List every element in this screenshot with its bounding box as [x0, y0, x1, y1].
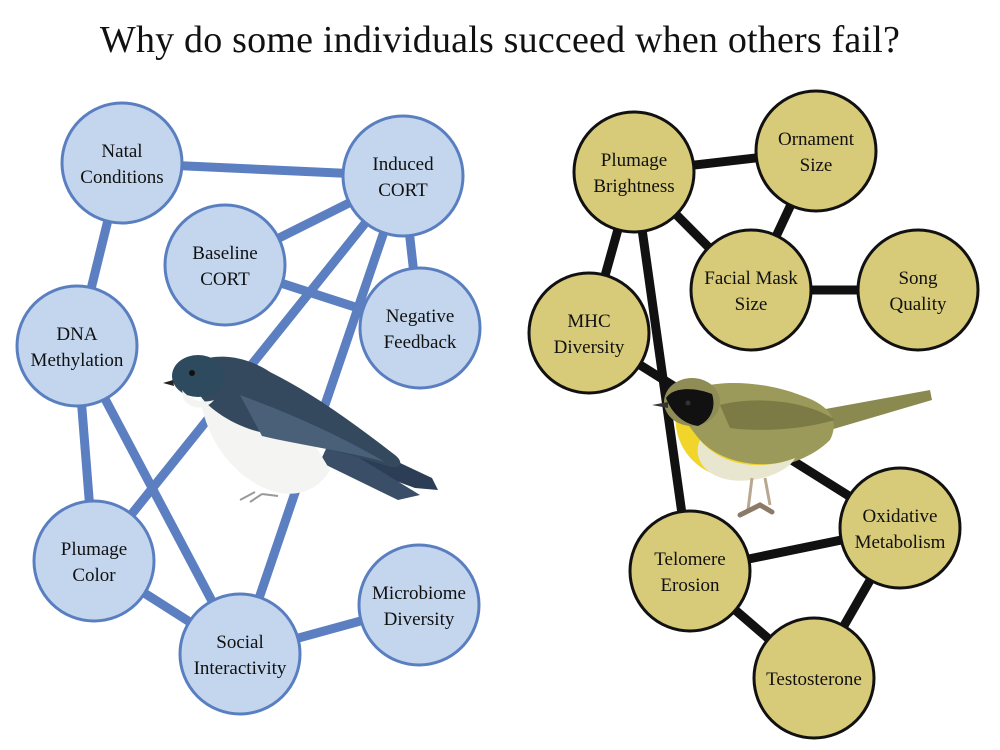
node-mhc-circle — [527, 271, 651, 395]
node-natal-label-line: Natal — [101, 141, 142, 162]
tree-swallow-illustration — [163, 355, 438, 503]
node-ornament-label-line: Ornament — [778, 129, 855, 150]
node-natal-label-line: Conditions — [80, 167, 163, 188]
node-mhc: MHC Diversity — [527, 271, 651, 395]
node-oxidative-label-line: Oxidative — [863, 506, 938, 527]
node-natal-circle — [60, 101, 184, 225]
node-social-circle — [178, 592, 302, 716]
node-telomere-circle — [628, 509, 752, 633]
node-song-label-line: Song — [898, 268, 938, 289]
node-oxidative-circle — [838, 466, 962, 590]
node-ornament-circle — [754, 89, 878, 213]
node-telomere-label-line: Telomere — [654, 549, 725, 570]
node-testosterone-label-line: Testosterone — [766, 669, 862, 690]
node-song-label-line: Quality — [890, 294, 947, 315]
node-social-label-line: Interactivity — [194, 658, 287, 679]
node-plumcolor-label-line: Color — [72, 565, 116, 586]
node-oxidative-label-line: Metabolism — [855, 532, 946, 553]
node-plumbright-circle — [572, 110, 696, 234]
node-baseline-label-line: CORT — [200, 269, 250, 290]
left-network-nodes: NatalConditionsInducedCORTBaselineCORTNe… — [15, 101, 482, 716]
node-baseline-label-line: Baseline — [192, 243, 257, 264]
node-song-circle — [856, 228, 980, 352]
node-negfb-label-line: Negative — [386, 306, 455, 327]
node-plumbright-label-line: Brightness — [593, 176, 674, 197]
node-induced-label-line: Induced — [372, 154, 434, 175]
node-telomere-label-line: Erosion — [660, 575, 720, 596]
node-social-label-line: Social — [216, 632, 264, 653]
edge-plumbright-telomere — [629, 171, 695, 572]
node-dna-label-line: DNA — [56, 324, 97, 345]
node-negfb-label-line: Feedback — [384, 332, 457, 353]
node-mhc-label-line: Diversity — [554, 337, 625, 358]
node-mhc-label-line: MHC — [567, 311, 610, 332]
node-testosterone-circle — [752, 616, 876, 740]
node-microbiome-label-line: Microbiome — [372, 583, 466, 604]
node-negfb-circle — [358, 266, 482, 390]
node-dna-label-line: Methylation — [31, 350, 124, 371]
node-ornament-label-line: Size — [800, 155, 833, 176]
node-plumbright-label-line: Plumage — [601, 150, 668, 171]
node-microbiome-circle — [357, 543, 481, 667]
slide-title: Why do some individuals succeed when oth… — [99, 19, 901, 61]
node-plumcolor-label-line: Plumage — [61, 539, 128, 560]
node-dna-circle — [15, 284, 139, 408]
node-facialmask-circle — [689, 228, 813, 352]
node-plumcolor-circle — [32, 499, 156, 623]
node-baseline-circle — [163, 203, 287, 327]
node-induced-label-line: CORT — [378, 180, 428, 201]
common-yellowthroat-illustration — [652, 378, 932, 518]
node-facialmask-label-line: Facial Mask — [704, 268, 798, 289]
node-testosterone: Testosterone — [752, 616, 876, 740]
node-facialmask-label-line: Size — [735, 294, 768, 315]
node-microbiome-label-line: Diversity — [384, 609, 455, 630]
node-dna: DNA Methylation — [15, 284, 139, 408]
node-induced-circle — [341, 114, 465, 238]
